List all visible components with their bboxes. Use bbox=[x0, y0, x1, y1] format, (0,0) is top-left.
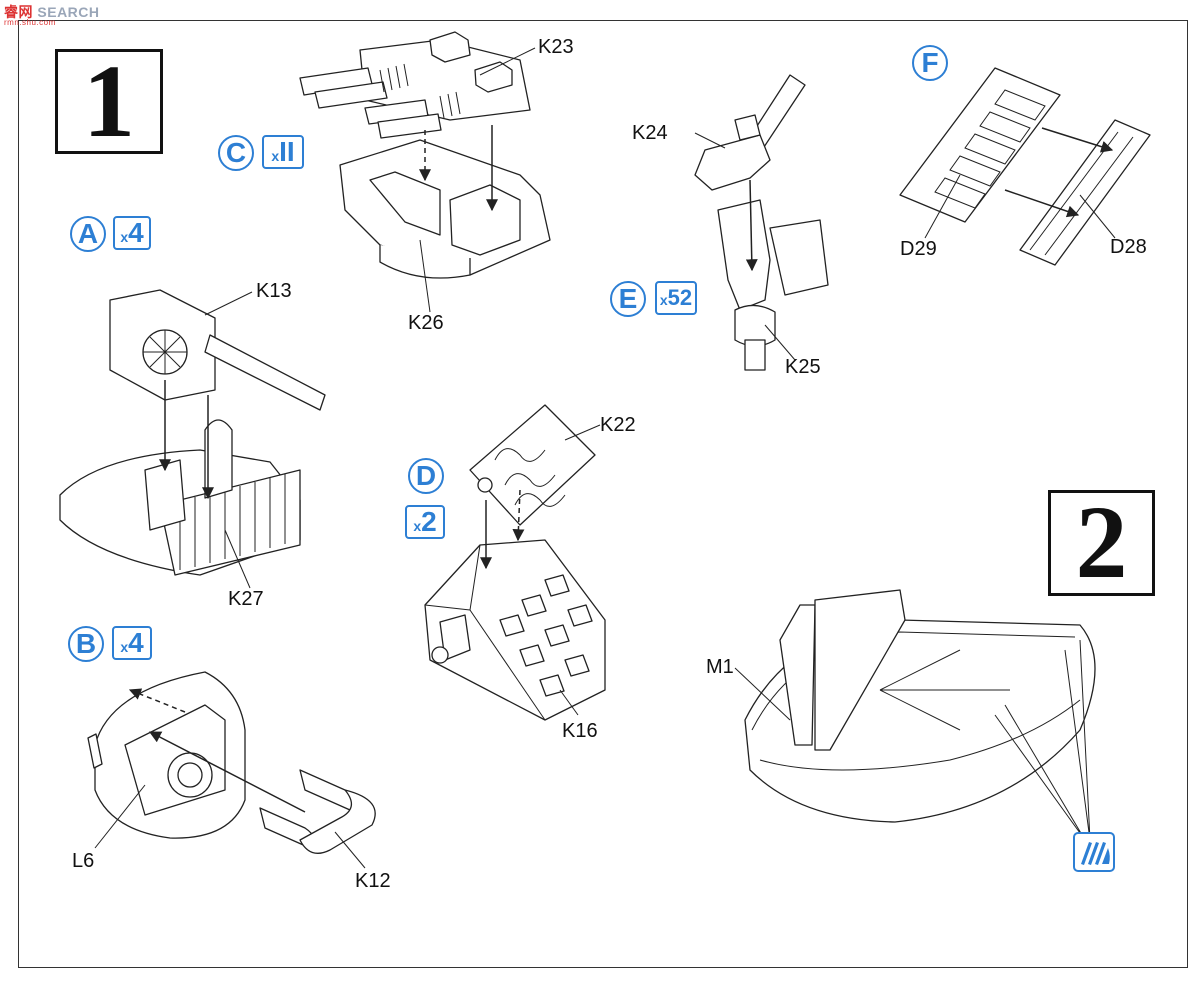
callout-c-letter: C bbox=[218, 135, 254, 171]
hull-assembly bbox=[744, 589, 1096, 841]
step-2-number: 2 bbox=[1075, 485, 1128, 600]
part-label-d29: D29 bbox=[900, 238, 937, 260]
part-label-m1: M1 bbox=[706, 656, 734, 678]
callout-a-x: x bbox=[120, 229, 129, 245]
part-label-k25: K25 bbox=[785, 356, 821, 378]
callout-b-x: x bbox=[120, 639, 129, 655]
watermark: 睿网 SEARCH rmn.shu.com bbox=[4, 2, 100, 27]
callout-b-letter: B bbox=[68, 626, 104, 662]
callout-d-x: x bbox=[413, 518, 422, 534]
leader-lines bbox=[94, 47, 1116, 869]
callout-d-letter: D bbox=[408, 458, 444, 494]
part-label-k16: K16 bbox=[562, 720, 598, 742]
post-assembly bbox=[694, 74, 829, 371]
shield-assembly bbox=[87, 671, 376, 854]
part-label-k27: K27 bbox=[228, 588, 264, 610]
single-gun-assembly bbox=[59, 289, 326, 576]
step-1-number: 1 bbox=[83, 43, 135, 159]
part-label-k13: K13 bbox=[256, 280, 292, 302]
callout-e-x: x bbox=[659, 292, 668, 308]
callout-e-count: 52 bbox=[667, 285, 693, 310]
part-label-d28: D28 bbox=[1110, 236, 1147, 258]
box-assembly bbox=[424, 404, 606, 721]
part-label-k24: K24 bbox=[632, 122, 668, 144]
part-label-k12: K12 bbox=[355, 870, 391, 892]
step-1-box: 1 bbox=[55, 49, 163, 154]
painting-icon bbox=[1073, 832, 1115, 872]
watermark-site: rmn.shu.com bbox=[4, 18, 56, 27]
part-label-k22: K22 bbox=[600, 414, 636, 436]
part-label-k26: K26 bbox=[408, 312, 444, 334]
watermark-text: SEARCH bbox=[37, 4, 100, 20]
step-2-box: 2 bbox=[1048, 490, 1155, 596]
part-label-l6: L6 bbox=[72, 850, 95, 872]
grille-assembly bbox=[899, 67, 1151, 266]
callout-a-count: 4 bbox=[128, 217, 144, 248]
callout-a-letter: A bbox=[70, 216, 106, 252]
watermark-cn: 睿网 bbox=[4, 5, 33, 21]
part-label-k23: K23 bbox=[538, 36, 574, 58]
callout-b-count: 4 bbox=[128, 627, 144, 658]
callout-d-count: 2 bbox=[421, 506, 437, 537]
callout-c-count: II bbox=[279, 136, 295, 167]
callout-f-letter: F bbox=[912, 45, 948, 81]
callout-c-x: x bbox=[271, 148, 280, 164]
instruction-sheet bbox=[18, 20, 1188, 968]
callout-e-letter: E bbox=[610, 281, 646, 317]
twin-gun-assembly bbox=[299, 31, 551, 279]
